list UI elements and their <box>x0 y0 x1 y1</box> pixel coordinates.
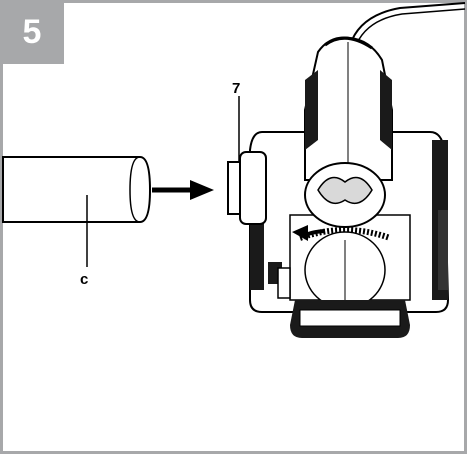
callout-label-7: 7 <box>232 80 241 97</box>
callout-label-c: c <box>80 271 89 288</box>
power-cord <box>349 2 466 46</box>
figure-number-badge: 5 <box>0 0 64 64</box>
hose-tube <box>2 156 152 223</box>
device-body <box>227 36 450 338</box>
rotation-arrow-icon <box>292 225 326 241</box>
right-arrow-icon <box>152 180 214 200</box>
